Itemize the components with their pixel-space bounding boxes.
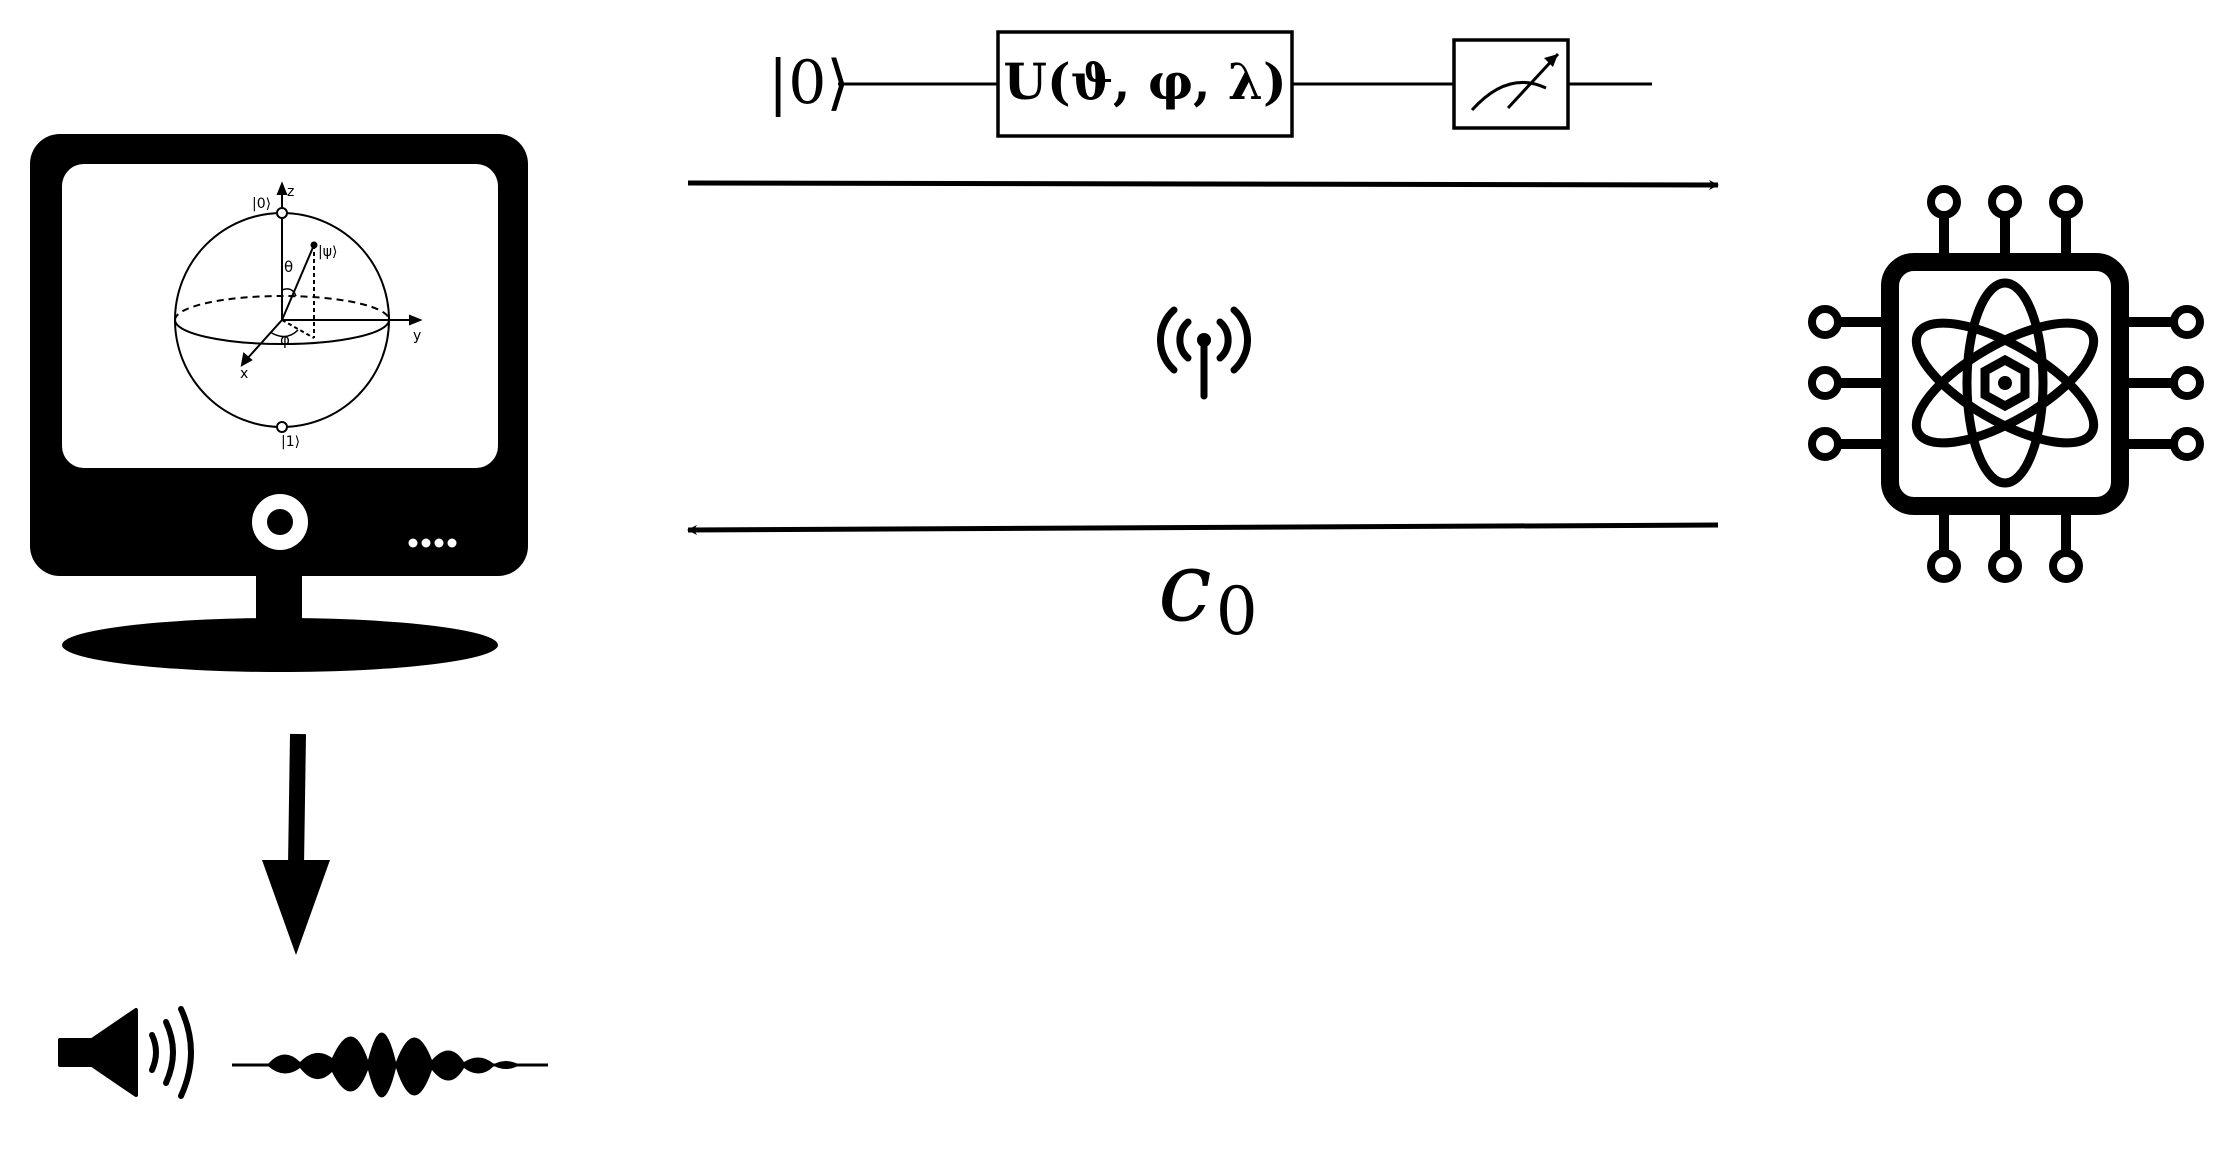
bloch-phi-label: φ xyxy=(280,331,290,349)
speaker-icon xyxy=(58,1006,194,1099)
bloch-ket0-label: |0⟩ xyxy=(252,196,271,212)
send-arrow xyxy=(687,179,1719,190)
bloch-axis-z: z xyxy=(287,184,294,200)
unitary-gate-label: U(ϑ, φ, λ) xyxy=(1003,52,1286,111)
output-arrow xyxy=(262,733,330,955)
classical-bit-label: c0 xyxy=(1158,531,1258,650)
monitor-icon xyxy=(30,134,528,672)
bloch-labels: |0⟩ |1⟩ |ψ⟩ z y x θ φ xyxy=(240,184,421,450)
classical-bit-subscript: 0 xyxy=(1216,573,1258,650)
bloch-sphere xyxy=(174,181,423,433)
antenna-icon xyxy=(1157,306,1251,400)
quantum-processor-icon xyxy=(1808,185,2204,583)
classical-bit-symbol: c xyxy=(1158,531,1212,643)
circuit-input-ket: |0⟩ xyxy=(768,48,850,118)
bloch-axis-x: x xyxy=(240,366,248,382)
bloch-psi-label: |ψ⟩ xyxy=(318,244,337,260)
sound-wave-icon xyxy=(232,1032,548,1098)
bloch-axis-y: y xyxy=(413,328,421,344)
quantum-circuit: |0⟩ U(ϑ, φ, λ) xyxy=(768,30,1652,138)
svg-text:c0: c0 xyxy=(1158,531,1258,650)
bloch-ket1-label: |1⟩ xyxy=(281,434,300,450)
return-arrow xyxy=(687,522,1719,535)
bloch-theta-label: θ xyxy=(284,258,293,276)
measurement-icon xyxy=(1452,38,1570,130)
